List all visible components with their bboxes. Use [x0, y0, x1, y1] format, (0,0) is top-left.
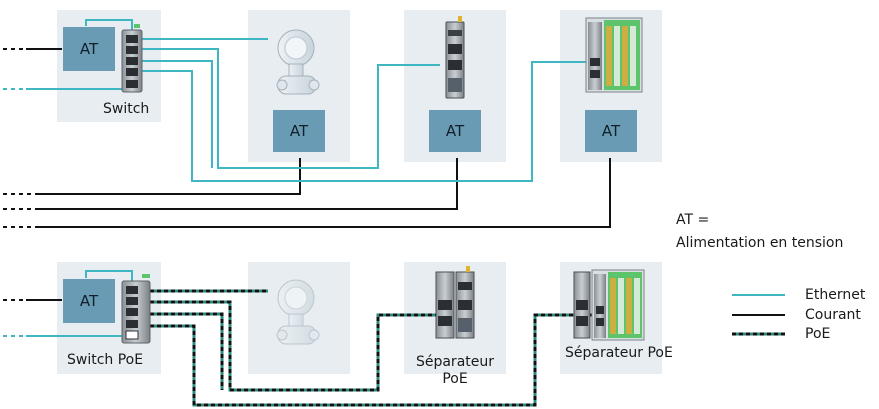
switch-poe-label: Switch PoE	[67, 352, 144, 368]
at-box-plc: AT	[585, 110, 637, 152]
ethernet-switch-icon	[121, 24, 143, 93]
poe-splitter-plc-icon	[573, 269, 645, 341]
panel-separateur-1	[404, 262, 506, 374]
switch-label: Switch	[103, 101, 150, 117]
ethernet-switch-poe-icon	[121, 274, 151, 344]
flowmeter-icon	[276, 29, 320, 95]
at-box-io-module: AT	[429, 110, 481, 152]
legend-courant-label: Courant	[805, 307, 861, 323]
separateur-1-label: Séparateur PoE	[410, 354, 500, 388]
at-box-switch-poe: AT	[63, 279, 115, 323]
flowmeter-poe-icon	[276, 279, 320, 345]
ethernet-lines-bottom	[3, 270, 133, 337]
power-lines-top	[3, 48, 611, 228]
separateur-1-line2: PoE	[442, 371, 468, 387]
separateur-1-line1: Séparateur	[415, 354, 495, 370]
legend-lines	[732, 294, 785, 336]
separateur-2-label: Séparateur PoE	[565, 345, 673, 361]
legend-poe-label: PoE	[805, 326, 831, 342]
poe-splitter-icon	[435, 266, 475, 339]
legend-ethernet-label: Ethernet	[805, 287, 866, 303]
io-module-icon	[445, 16, 465, 99]
ethernet-lines-top	[3, 19, 592, 182]
at-box-flowmeter: AT	[273, 110, 325, 152]
poe-lines	[150, 289, 592, 407]
at-box-switch: AT	[63, 27, 115, 71]
definition-term: AT =	[676, 212, 710, 228]
definition-text: Alimentation en tension	[676, 235, 844, 251]
plc-module-icon	[585, 17, 643, 93]
